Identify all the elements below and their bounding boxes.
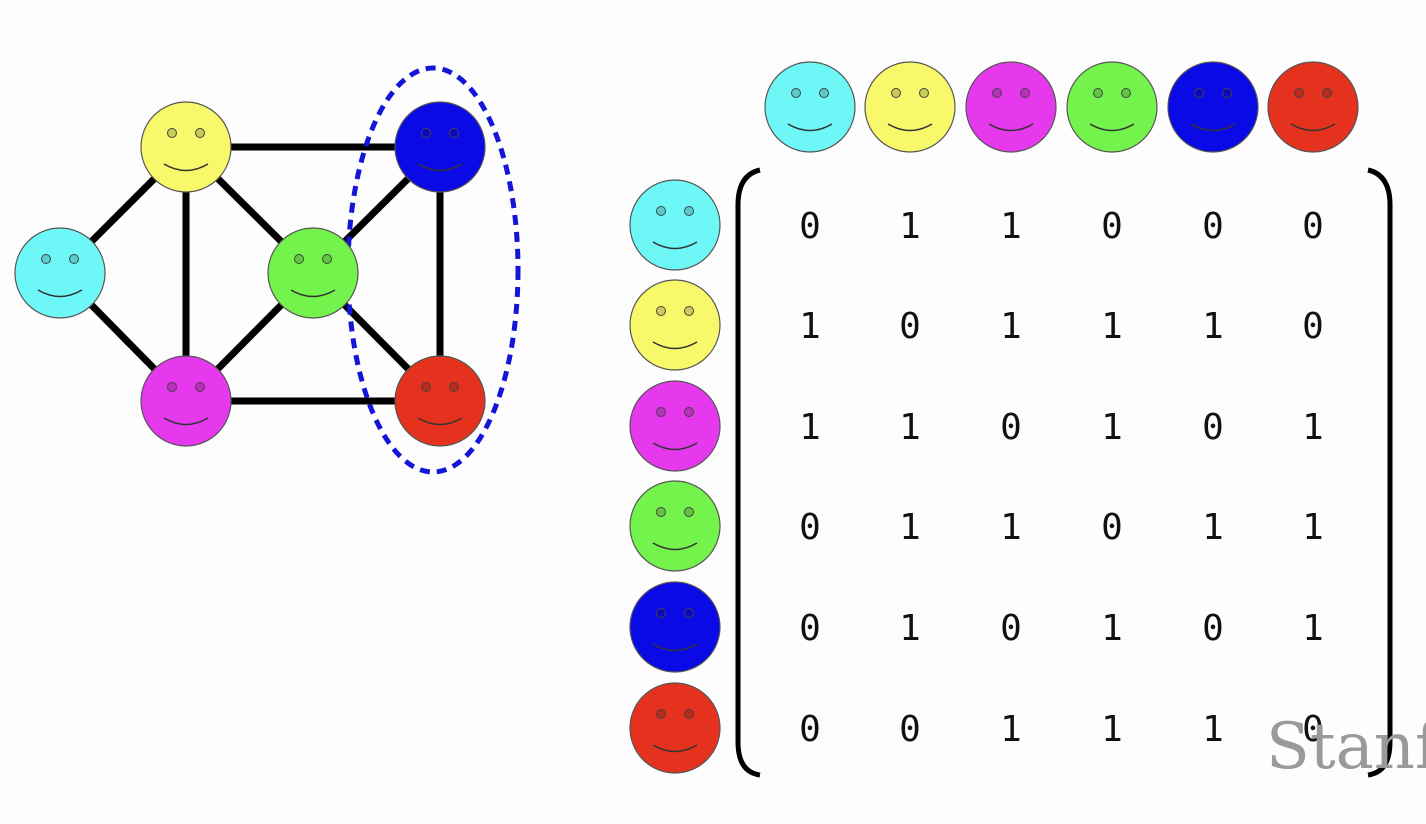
graph-node-blue bbox=[394, 101, 486, 193]
matrix-cell-3-5: 1 bbox=[1302, 507, 1324, 548]
matrix-row-headers bbox=[629, 179, 721, 774]
matrix-cell-1-3: 1 bbox=[1101, 306, 1123, 347]
matrix-cell-5-0: 0 bbox=[799, 709, 821, 750]
matrix-cell-1-1: 0 bbox=[899, 306, 921, 347]
graph-nodes bbox=[14, 101, 486, 447]
matrix-cell-3-1: 1 bbox=[899, 507, 921, 548]
matrix-cell-5-2: 1 bbox=[1000, 709, 1022, 750]
matrix-cell-0-2: 1 bbox=[1000, 206, 1022, 247]
matrix-cell-0-3: 0 bbox=[1101, 206, 1123, 247]
matrix-column-headers bbox=[764, 61, 1359, 153]
highlight-ellipse bbox=[345, 65, 521, 475]
left-bracket bbox=[735, 167, 761, 778]
matrix-cell-2-1: 1 bbox=[899, 407, 921, 448]
matrix-cell-5-3: 1 bbox=[1101, 709, 1123, 750]
matrix-cell-2-5: 1 bbox=[1302, 407, 1324, 448]
matrix-cell-4-0: 0 bbox=[799, 608, 821, 649]
matrix-cell-1-4: 1 bbox=[1202, 306, 1224, 347]
graph-edges bbox=[57, 143, 444, 405]
matrix-cell-2-4: 0 bbox=[1202, 407, 1224, 448]
matrix-cell-2-0: 1 bbox=[799, 407, 821, 448]
matrix-cell-1-5: 0 bbox=[1302, 306, 1324, 347]
row-header-blue bbox=[629, 581, 721, 673]
matrix-cell-3-4: 1 bbox=[1202, 507, 1224, 548]
matrix-cell-3-0: 0 bbox=[799, 507, 821, 548]
adjacency-matrix: 0 1 1 0 0 0 1 0 1 1 1 0 1 1 0 1 0 1 0 1 1 0 1 1 0 1 0 1 0 1 0 0 1 1 1 0 bbox=[799, 206, 1324, 750]
matrix-cell-4-5: 1 bbox=[1302, 608, 1324, 649]
column-header-blue bbox=[1167, 61, 1259, 153]
row-header-cyan bbox=[629, 179, 721, 271]
row-header-yellow bbox=[629, 279, 721, 371]
matrix-cell-4-4: 0 bbox=[1202, 608, 1224, 649]
right-bracket bbox=[1367, 167, 1393, 778]
matrix-cell-0-1: 1 bbox=[899, 206, 921, 247]
graph-node-magenta bbox=[140, 355, 232, 447]
column-header-cyan bbox=[764, 61, 856, 153]
matrix-cell-0-5: 0 bbox=[1302, 206, 1324, 247]
matrix-cell-5-5: 0 bbox=[1302, 709, 1324, 750]
row-header-green bbox=[629, 480, 721, 572]
watermark-text: Stanf bbox=[1266, 710, 1426, 784]
matrix-cell-4-3: 1 bbox=[1101, 608, 1123, 649]
row-header-red bbox=[629, 682, 721, 774]
matrix-cell-4-1: 1 bbox=[899, 608, 921, 649]
column-header-magenta bbox=[965, 61, 1057, 153]
column-header-red bbox=[1267, 61, 1359, 153]
row-header-magenta bbox=[629, 380, 721, 472]
matrix-brackets bbox=[735, 167, 1393, 778]
matrix-cell-1-0: 1 bbox=[799, 306, 821, 347]
column-header-yellow bbox=[864, 61, 956, 153]
matrix-cell-5-4: 1 bbox=[1202, 709, 1224, 750]
matrix-cell-3-3: 0 bbox=[1101, 507, 1123, 548]
matrix-cell-1-2: 1 bbox=[1000, 306, 1022, 347]
matrix-cell-0-4: 0 bbox=[1202, 206, 1224, 247]
matrix-cell-4-2: 0 bbox=[1000, 608, 1022, 649]
matrix-cell-2-3: 1 bbox=[1101, 407, 1123, 448]
graph-node-red bbox=[394, 355, 486, 447]
matrix-cell-2-2: 0 bbox=[1000, 407, 1022, 448]
graph-node-green bbox=[267, 227, 359, 319]
matrix-cell-5-1: 0 bbox=[899, 709, 921, 750]
highlight-group bbox=[345, 65, 521, 475]
matrix-cell-3-2: 1 bbox=[1000, 507, 1022, 548]
graph-node-cyan bbox=[14, 227, 106, 319]
matrix-cell-0-0: 0 bbox=[799, 206, 821, 247]
column-header-green bbox=[1066, 61, 1158, 153]
graph-node-yellow bbox=[140, 101, 232, 193]
